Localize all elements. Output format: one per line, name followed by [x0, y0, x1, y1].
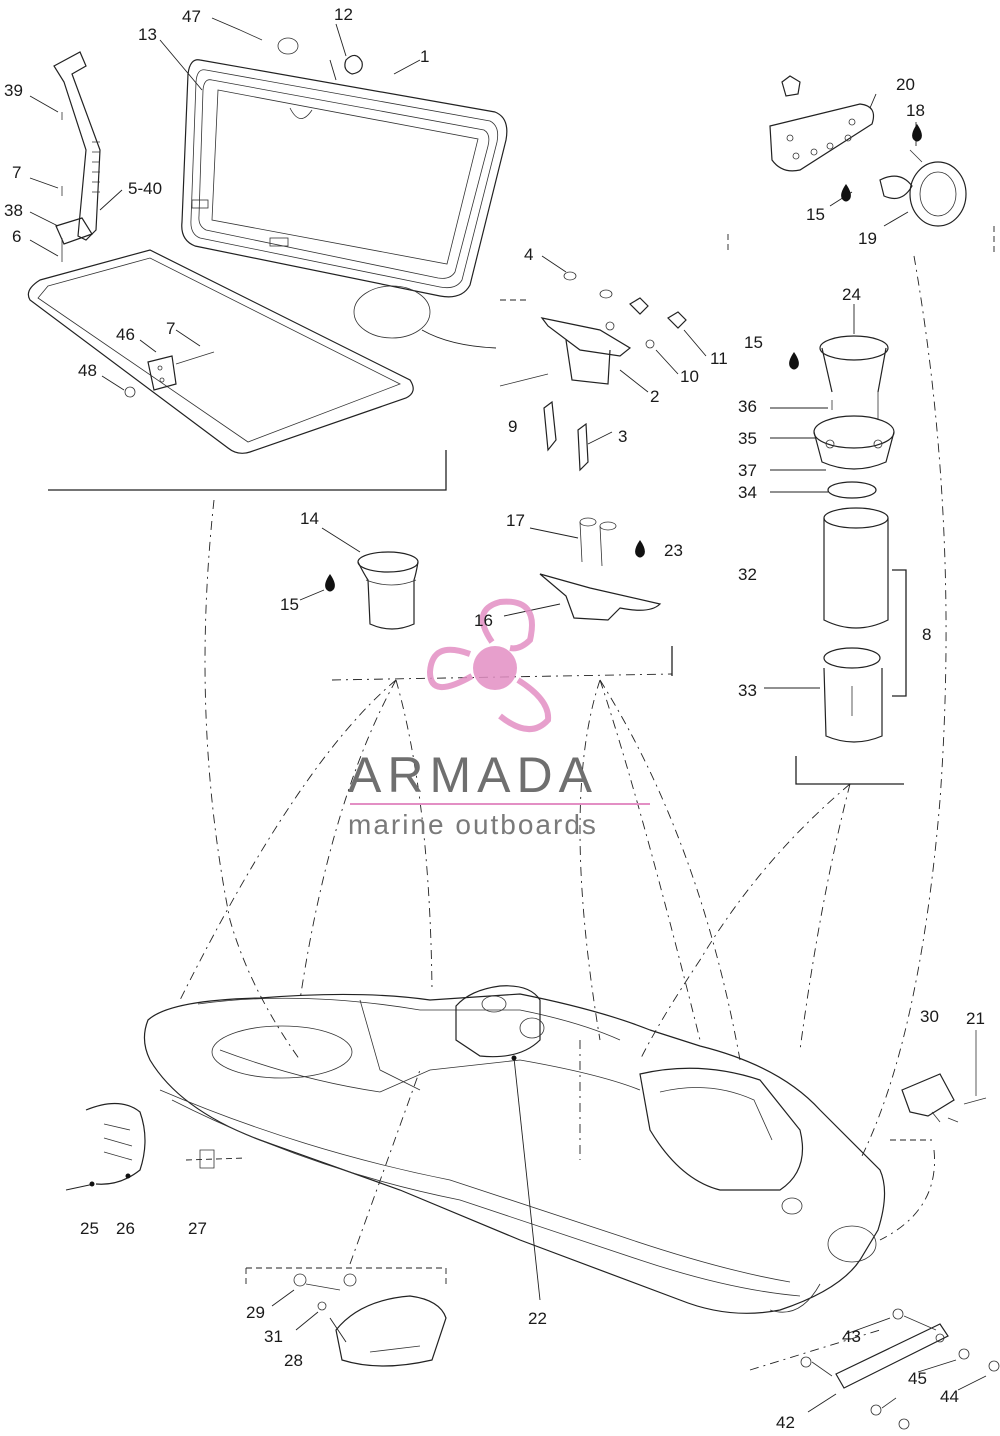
propeller-logo-icon	[426, 598, 552, 732]
callout-labels: 47 12 13 1 39 7 5-40 38 6 46 7 48 20 18 …	[4, 5, 985, 1432]
callout-label: 13	[138, 25, 157, 44]
callout-label: 46	[116, 325, 135, 344]
callout-leaders	[29, 17, 987, 1391]
callout-label: 33	[738, 681, 757, 700]
callout-label: 15	[744, 333, 763, 352]
sealant-drop-icon	[912, 124, 922, 142]
callout-label: 29	[246, 1303, 265, 1322]
storage-lid-assembly	[27, 29, 508, 491]
callout-label: 32	[738, 565, 757, 584]
callout-label: 8	[922, 625, 931, 644]
callout-label: 16	[474, 611, 493, 630]
brand-tagline: marine outboards	[348, 809, 598, 840]
callout-label: 19	[858, 229, 877, 248]
callout-label: 26	[116, 1219, 135, 1238]
callout-label: 38	[4, 201, 23, 220]
callout-label: 37	[738, 461, 757, 480]
bracket-assembly	[901, 1030, 987, 1123]
hull-deck	[65, 255, 947, 1371]
callout-label: 44	[940, 1387, 959, 1406]
callout-label: 18	[906, 101, 925, 120]
callout-label: 12	[334, 5, 353, 24]
callout-label: 39	[4, 81, 23, 100]
callout-label: 48	[78, 361, 97, 380]
callout-label: 10	[680, 367, 699, 386]
callout-label: 1	[420, 47, 429, 66]
callout-label: 45	[908, 1369, 927, 1388]
callout-label: 11	[710, 349, 728, 368]
sealant-drop-icon	[635, 540, 645, 558]
rub-strip-assembly	[800, 1308, 1000, 1430]
callout-label: 22	[528, 1309, 547, 1328]
callout-label: 30	[920, 1007, 939, 1026]
callout-label: 25	[80, 1219, 99, 1238]
sealant-drop-icon	[789, 352, 799, 370]
callout-label: 31	[264, 1327, 283, 1346]
callout-label: 42	[776, 1413, 795, 1432]
callout-label: 2	[650, 387, 659, 406]
callout-label: 36	[738, 397, 757, 416]
callout-label: 14	[300, 509, 319, 528]
sealant-drop-icon	[325, 574, 335, 592]
cleat-assembly	[499, 271, 687, 472]
callout-label: 3	[618, 427, 627, 446]
callout-label: 34	[738, 483, 757, 502]
callout-label: 17	[506, 511, 525, 530]
callout-label: 15	[806, 205, 825, 224]
callout-label: 9	[508, 417, 517, 436]
callout-label: 35	[738, 429, 757, 448]
brand-watermark: ARMADA marine outboards	[348, 598, 650, 840]
callout-label: 7	[12, 163, 21, 182]
callout-label: 7	[166, 319, 175, 338]
callout-label: 43	[842, 1327, 861, 1346]
callout-label: 4	[524, 245, 533, 264]
callout-label: 5-40	[128, 179, 162, 198]
callout-label: 20	[896, 75, 915, 94]
callout-label: 23	[664, 541, 683, 560]
callout-label: 21	[966, 1009, 985, 1028]
brand-name: ARMADA	[348, 747, 598, 803]
callout-label: 24	[842, 285, 861, 304]
callout-label: 47	[182, 7, 201, 26]
callout-label: 6	[12, 227, 21, 246]
callout-label: 27	[188, 1219, 207, 1238]
grille-assembly	[245, 1267, 447, 1367]
callout-label: 15	[280, 595, 299, 614]
vent-cover-assembly	[727, 75, 995, 256]
sealant-drop-icon	[841, 184, 851, 202]
filler-neck-assembly	[764, 335, 907, 785]
callout-label: 28	[284, 1351, 303, 1370]
sealant-drop-icons	[325, 124, 922, 592]
